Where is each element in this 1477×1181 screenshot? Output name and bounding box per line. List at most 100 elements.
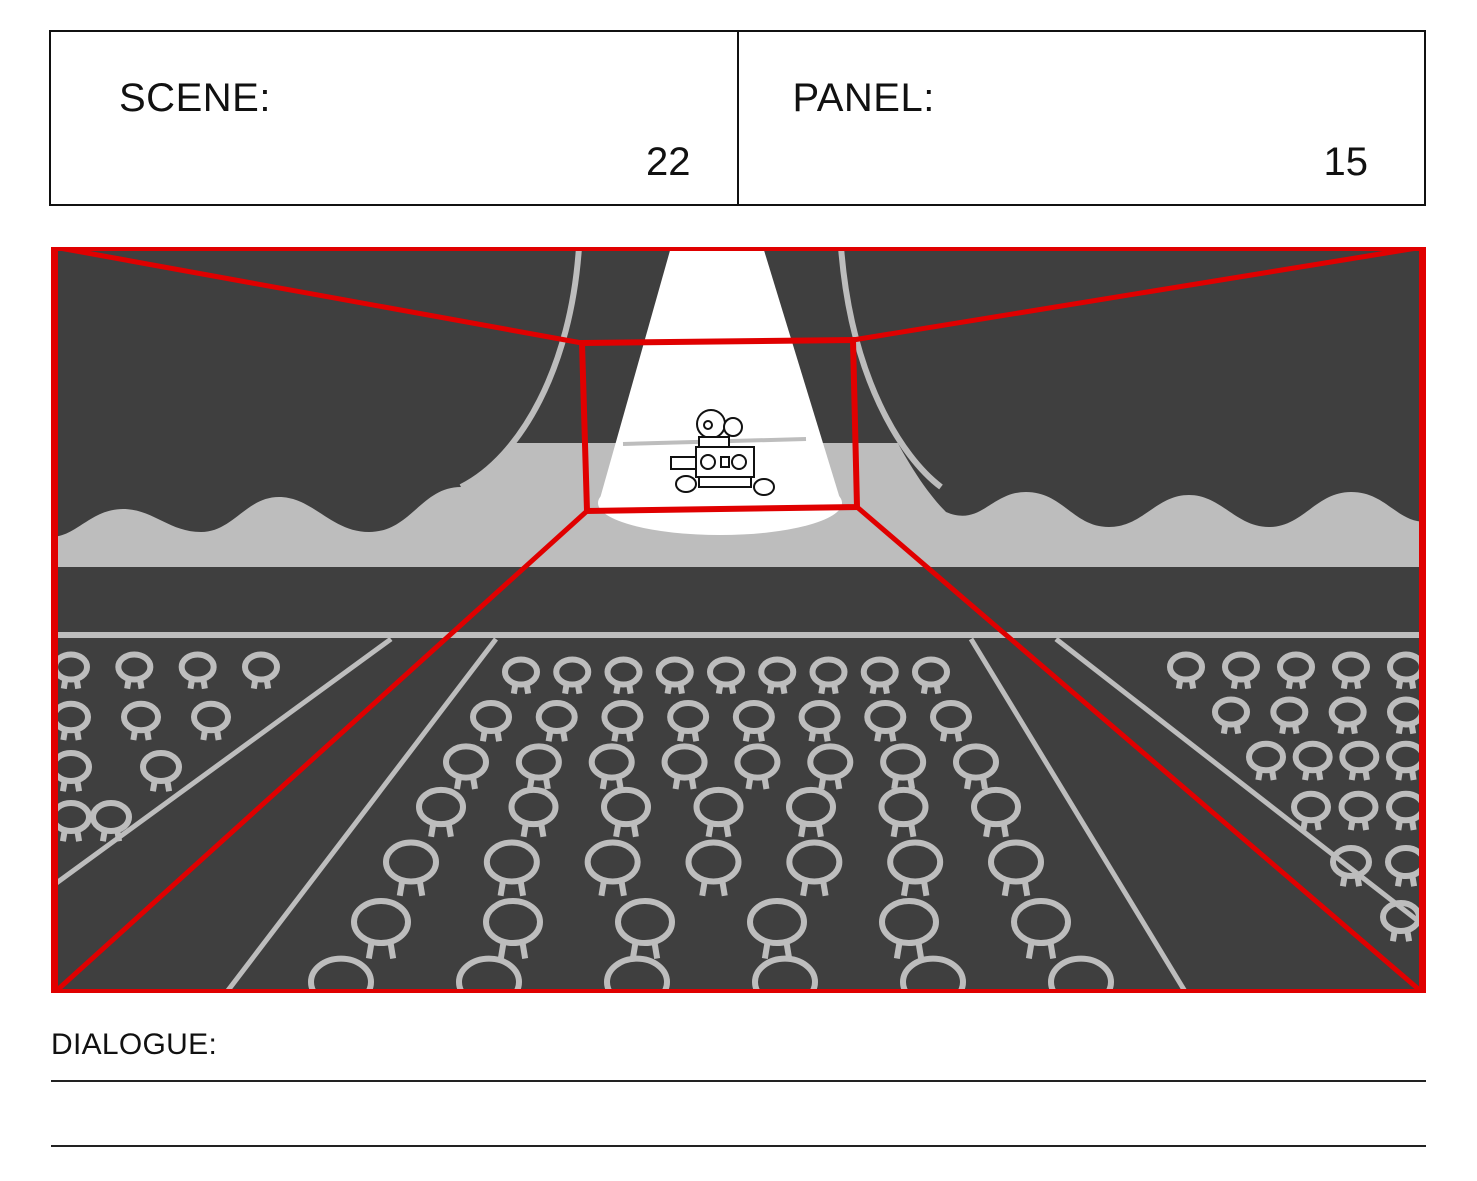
scene-number[interactable]: 22 [646,140,691,184]
audience-body [745,776,754,790]
audience-body [822,730,831,742]
audience-body [1337,723,1346,735]
audience-body [1188,678,1197,690]
audience-head [191,700,231,734]
audience-head [1277,651,1315,683]
audience-body [815,823,824,838]
audience-head [1291,790,1331,824]
audience-body [250,678,259,690]
audience-body [1001,880,1011,897]
audience-body [574,683,583,695]
audience-body [761,776,770,790]
audience-body [396,880,406,897]
audience-head [604,656,643,688]
audience-body [611,730,620,742]
audience-body [1220,723,1229,735]
audience-body [915,941,925,959]
audience-head [553,656,592,688]
audience-head [615,897,675,947]
audience-body [545,730,554,742]
audience-body [1404,930,1413,942]
audience-body [1340,678,1349,690]
guide-line-bottom-right [855,505,1425,993]
audience-body [263,678,272,690]
audience-head [912,656,950,688]
audience-body [560,730,568,742]
audience-body [187,678,196,690]
audience-head [588,743,635,781]
audience-head [1246,740,1286,774]
audience-body [1243,678,1252,690]
audience-body [688,776,697,790]
camera-framing-guide[interactable] [51,247,1426,993]
robot-character [670,409,775,496]
audience-body [767,683,775,695]
audience-head [747,897,807,947]
audience-body [964,776,972,790]
audience-head [786,839,843,885]
audience-body [519,941,529,959]
audience-body [820,880,829,897]
audience-body [954,730,963,742]
audience-crowd [51,651,1426,993]
audience-body [99,830,108,842]
right-curtain-edge [838,247,943,490]
audience-body [60,729,69,741]
audience-body [920,880,930,897]
audience-head [601,786,651,828]
audience-head [140,749,182,785]
audience-head [1330,844,1372,880]
audience-body [445,823,454,838]
audience-body [1000,823,1009,838]
audience-body [908,823,917,838]
audience-body [538,823,547,838]
audience-body [1350,723,1358,735]
audience-head [508,786,559,828]
guide-line-bottom-left [52,509,589,993]
audience-body [59,780,68,792]
audience-body [1233,723,1242,735]
audience-body [1047,941,1057,959]
panel-number[interactable]: 15 [1323,140,1369,184]
audience-body [891,776,900,790]
audience-body [798,823,807,838]
audience-head [502,656,540,688]
audience-body [73,729,82,741]
audience-body [598,880,607,897]
audience-body [136,678,145,690]
audience-body [520,823,529,838]
audience-head [667,699,710,735]
audience-body [757,730,765,742]
audience-body [74,830,83,842]
audience-head [864,699,907,735]
audience-body [618,880,627,897]
audience-body [1408,723,1417,735]
audience-body [677,730,685,742]
audience-body [497,941,507,959]
panel-cell: PANEL: 15 [736,32,1425,204]
audience-body [60,678,69,690]
audience-body [599,776,608,790]
audience-head [1167,651,1205,683]
audience-head [416,786,466,828]
audience-body [1300,819,1309,831]
audience-body [494,730,503,742]
audience-head [878,786,929,828]
audience-body [761,941,771,959]
audience-body [200,678,208,690]
audience-body [1268,769,1277,781]
audience-body [874,730,882,742]
audience-head [443,743,489,781]
audience-head [807,743,854,781]
audience-body [831,683,839,695]
storyboard-drawing [51,247,1426,993]
audience-body [939,730,948,742]
audience-body [164,780,173,792]
audience-head [988,839,1044,885]
audience-head [1328,696,1367,728]
audience-body [517,880,527,897]
dialogue-line-1[interactable] [51,1080,1426,1082]
audience-head [242,651,280,683]
left-curtain-edge [459,247,582,490]
dialogue-line-2[interactable] [51,1145,1426,1147]
